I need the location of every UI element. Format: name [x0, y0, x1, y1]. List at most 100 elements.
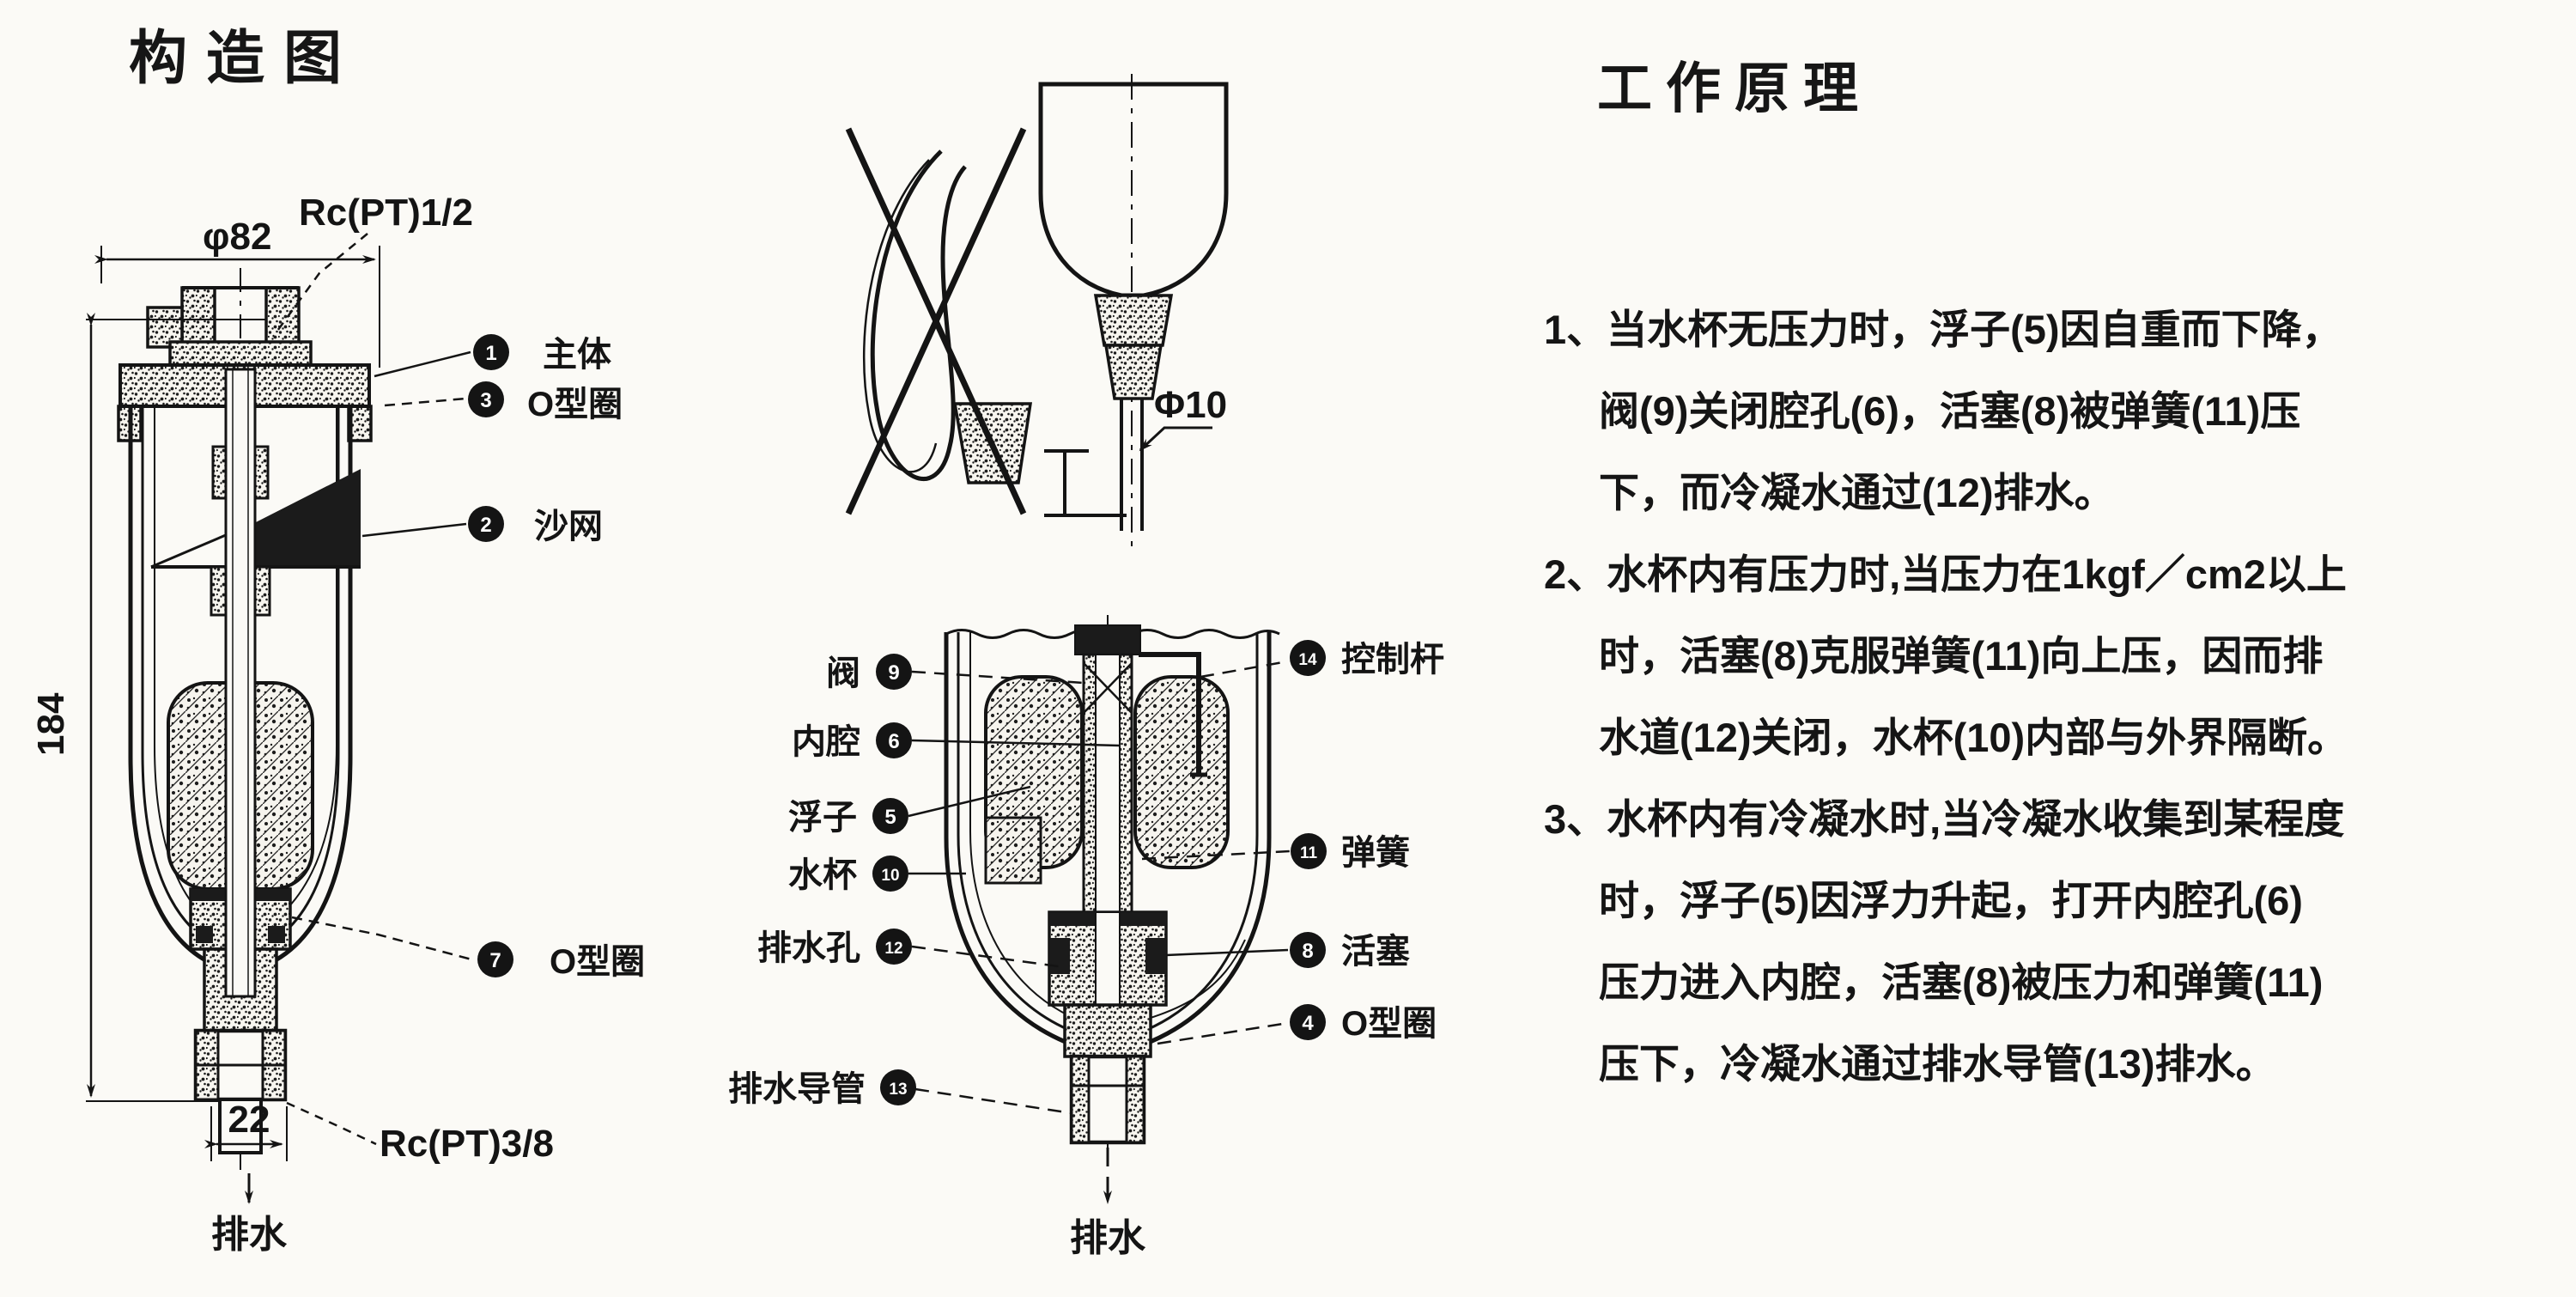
svg-text:5: 5	[884, 806, 896, 829]
svg-text:水杯: 水杯	[788, 856, 857, 894]
piston-seal	[268, 926, 285, 943]
part-tag-drain-hole: 排水孔 12	[757, 929, 912, 967]
drain-label: 排水	[211, 1214, 288, 1256]
part-tag-screen: 2 沙网	[468, 506, 603, 545]
part-tag-oring-top: 3 O型圈	[468, 381, 623, 423]
svg-text:1: 1	[485, 342, 496, 365]
principle-line: 时，活塞(8)克服弹簧(11)向上压，因而排	[1599, 633, 2324, 679]
part-tag-piston: 8 活塞	[1290, 932, 1410, 971]
part-leader	[384, 397, 467, 407]
piston-seal	[1049, 938, 1070, 974]
part-tag-inner-chamber: 内腔 6	[792, 722, 912, 761]
svg-text:12: 12	[884, 940, 902, 958]
float-step	[984, 816, 1042, 885]
working-principle-title: 工作原理	[1597, 58, 1872, 119]
wrong-installation-figure	[845, 127, 1033, 515]
svg-text:8: 8	[1302, 940, 1313, 963]
section-part-tags-left: 阀 9 内腔 6 浮子 5 水杯 10 排水孔 12	[728, 654, 916, 1108]
part-tag-oring: 4 O型圈	[1290, 1004, 1437, 1043]
top-port-label: Rc(PT)1/2	[299, 192, 473, 234]
dim-height-label: 184	[30, 692, 72, 756]
svg-text:排水导管: 排水导管	[728, 1070, 866, 1108]
bottom-port-leader	[286, 1101, 377, 1146]
baffle	[256, 469, 361, 567]
part-tag-control-rod: 14 控制杆	[1290, 640, 1444, 679]
svg-text:O型圈: O型圈	[1341, 1005, 1437, 1043]
working-principle-text: 1、当水杯无压力时，浮子(5)因自重而下降， 阀(9)关闭腔孔(6)，活塞(8)…	[1544, 289, 2576, 1105]
svg-text:13: 13	[889, 1081, 907, 1099]
dim-22-label: 22	[228, 1099, 270, 1141]
part-leader	[374, 350, 471, 378]
valve-cap	[1074, 624, 1141, 655]
svg-text:4: 4	[1302, 1012, 1314, 1035]
svg-text:阀: 阀	[826, 655, 860, 692]
stem-channel	[1095, 654, 1121, 913]
bottom-port-label: Rc(PT)3/8	[380, 1123, 554, 1165]
svg-text:3: 3	[480, 389, 491, 412]
svg-text:14: 14	[1298, 651, 1317, 669]
svg-text:内腔: 内腔	[792, 723, 860, 761]
part-leader	[908, 785, 1031, 818]
structure-diagram-title: 构造图	[129, 26, 361, 91]
principle-line: 下，而冷凝水通过(12)排水。	[1599, 470, 2115, 515]
part-leader	[291, 916, 476, 962]
principle-line: 时，浮子(5)因浮力升起，打开内腔孔(6)	[1599, 878, 2303, 923]
svg-text:6: 6	[888, 730, 899, 753]
piston-seal	[196, 926, 213, 943]
cup-neck	[1093, 294, 1174, 347]
part-tag-oring-lower: 7 O型圈	[477, 941, 645, 981]
part-leader	[1200, 660, 1289, 679]
section-cross-section	[908, 615, 1291, 1204]
principle-line: 压力进入内腔，活塞(8)被压力和弹簧(11)	[1599, 959, 2324, 1005]
piston-seal	[1145, 938, 1166, 974]
section-drain-label: 排水	[1070, 1217, 1146, 1259]
looped-tube-inner	[862, 159, 938, 473]
tube-dia-leader	[1139, 426, 1212, 452]
control-rod	[1139, 652, 1201, 775]
svg-text:活塞: 活塞	[1341, 933, 1410, 971]
part-leader	[914, 1087, 1072, 1115]
drain-boss	[1063, 1003, 1152, 1058]
part-tag-drain-pipe: 排水导管 13	[728, 1069, 916, 1108]
principle-line: 阀(9)关闭腔孔(6)，活塞(8)被弹簧(11)压	[1599, 388, 2301, 434]
tube-dia-label: Φ10	[1154, 384, 1227, 426]
cup-neck2	[1103, 344, 1163, 400]
cup-outline	[1038, 82, 1229, 298]
part-leader	[361, 522, 467, 538]
svg-text:排水孔: 排水孔	[757, 929, 860, 967]
svg-text:O型圈: O型圈	[550, 943, 645, 981]
structure-cross-section	[86, 233, 476, 1204]
svg-text:弹簧: 弹簧	[1341, 834, 1410, 872]
cross-out	[845, 127, 1027, 515]
svg-text:2: 2	[480, 514, 491, 537]
part-leader	[911, 670, 1084, 685]
section-part-tags-right: 14 控制杆 11 弹簧 8 活塞 4 O型圈	[1290, 640, 1444, 1043]
top-port-leader	[271, 233, 368, 338]
cap-step	[168, 340, 313, 368]
part-tag-water-cup: 水杯 10	[788, 856, 908, 894]
piston-channel	[1095, 911, 1121, 1006]
structure-part-tags: 1 主体 3 O型圈 2 沙网 7 O型圈	[468, 334, 645, 981]
part-tag-spring: 11 弹簧	[1291, 833, 1410, 872]
svg-text:主体: 主体	[543, 336, 611, 374]
principle-line: 1、当水杯无压力时，浮子(5)因自重而下降，	[1544, 307, 2342, 352]
principle-line: 压下，冷凝水通过排水导管(13)排水。	[1599, 1041, 2276, 1087]
part-leader	[911, 739, 1121, 747]
principle-line: 3、水杯内有冷凝水时,当冷凝水收集到某程度	[1544, 796, 2345, 842]
dim-diameter-label: φ82	[203, 216, 271, 258]
center-stem	[224, 368, 257, 998]
svg-text:沙网: 沙网	[534, 508, 603, 545]
looped-tube	[870, 149, 967, 481]
float-lobe-right	[1133, 675, 1230, 869]
part-tag-valve: 阀 9	[826, 654, 912, 692]
part-leader	[1165, 948, 1289, 957]
part-leader	[1141, 849, 1291, 861]
svg-text:7: 7	[489, 949, 501, 972]
svg-text:浮子: 浮子	[788, 799, 857, 837]
svg-text:11: 11	[1300, 844, 1318, 862]
principle-line: 水道(12)关闭，水杯(10)内部与外界隔断。	[1599, 715, 2348, 760]
principle-line: 2、水杯内有压力时,当压力在1kgf／cm2以上	[1544, 551, 2347, 597]
correct-installation-figure	[1038, 74, 1229, 550]
